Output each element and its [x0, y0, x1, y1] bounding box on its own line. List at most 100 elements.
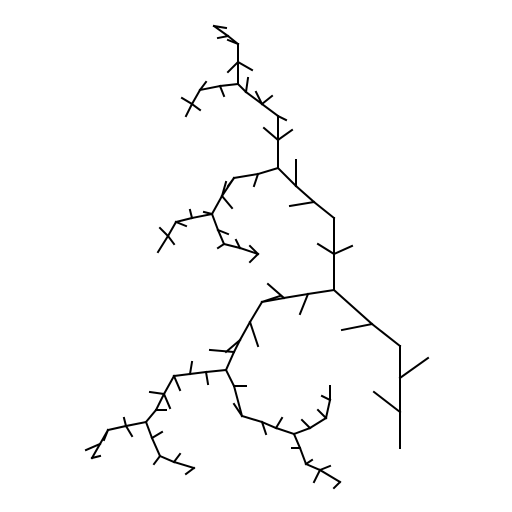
- branch-segment: [292, 432, 302, 450]
- twig-segment: [332, 244, 354, 256]
- twig-segment: [224, 338, 242, 354]
- branch-segment: [188, 370, 208, 376]
- branch-segment: [260, 102, 280, 118]
- twig-segment: [252, 172, 260, 188]
- twig-segment: [152, 454, 162, 466]
- branch-segment: [172, 460, 196, 470]
- twig-segment: [158, 226, 170, 238]
- branch-segment: [204, 368, 228, 374]
- twig-segment: [102, 428, 110, 442]
- twig-segment: [300, 418, 312, 430]
- twig-segment: [172, 452, 182, 464]
- twig-segment: [174, 220, 188, 228]
- twig-segment: [320, 394, 332, 402]
- twig-segment: [372, 390, 402, 414]
- branch-segment: [174, 216, 194, 224]
- branch-segment: [238, 246, 260, 256]
- branch-segment: [224, 368, 236, 388]
- twig-segment: [312, 468, 322, 484]
- twig-segment: [204, 370, 210, 386]
- branch-segment: [260, 420, 278, 430]
- twig-segment: [148, 390, 166, 396]
- twig-segment: [150, 430, 164, 440]
- twig-segment: [226, 176, 236, 188]
- branch-segment: [256, 166, 280, 176]
- twig-segment: [316, 242, 336, 256]
- twig-segment: [304, 458, 314, 466]
- twig-segment: [180, 96, 194, 106]
- branch-segment: [312, 200, 336, 220]
- twig-segment: [84, 442, 102, 452]
- twig-segment: [202, 210, 214, 216]
- branch-segment: [292, 426, 312, 436]
- twig-segment: [220, 180, 228, 198]
- branch-segment: [190, 212, 214, 220]
- twig-segment: [276, 128, 294, 142]
- branch-segment: [318, 468, 342, 484]
- branch-segment: [240, 414, 264, 424]
- twig-segment: [340, 322, 374, 332]
- twig-segment: [226, 60, 240, 74]
- branch-segment: [156, 234, 170, 254]
- branch-segment: [198, 84, 222, 92]
- twig-segment: [218, 84, 226, 98]
- branch-segment: [224, 350, 236, 372]
- twig-segment: [212, 24, 228, 30]
- twig-segment: [266, 282, 286, 300]
- twig-segment: [172, 374, 182, 392]
- branch-segment: [150, 436, 162, 458]
- twig-segment: [316, 408, 328, 420]
- branch-segment: [308, 416, 328, 430]
- branch-segment: [216, 228, 226, 246]
- branch-segment: [294, 184, 316, 204]
- twig-segment: [220, 194, 234, 210]
- branch-segment: [282, 292, 310, 300]
- twig-segment: [188, 208, 194, 220]
- twig-segment: [184, 466, 196, 476]
- twig-segment: [226, 38, 240, 46]
- branch-segment: [90, 442, 102, 460]
- branch-segment: [276, 166, 298, 188]
- branch-segment: [304, 462, 322, 472]
- branch-segment: [298, 446, 308, 466]
- twig-segment: [216, 34, 230, 40]
- branch-segment: [154, 392, 166, 412]
- twig-segment: [332, 480, 342, 490]
- branch-segment: [232, 384, 244, 418]
- twig-segment: [166, 234, 176, 246]
- twig-segment: [198, 80, 208, 92]
- branch-segment: [274, 426, 296, 436]
- twig-segment: [248, 320, 260, 348]
- twig-segment: [260, 420, 268, 436]
- twig-segment: [260, 294, 282, 304]
- branch-segment: [124, 420, 148, 428]
- branch-segment: [238, 320, 252, 342]
- twig-segment: [188, 360, 194, 376]
- branch-segment: [332, 288, 374, 326]
- twig-segment: [288, 200, 316, 208]
- branch-segment: [248, 300, 264, 324]
- branch-segment: [144, 408, 158, 424]
- twig-segment: [216, 242, 226, 250]
- twig-segment: [398, 356, 430, 380]
- twig-segment: [232, 402, 244, 418]
- twig-segment: [318, 464, 332, 472]
- twig-segment: [274, 416, 284, 430]
- branch-segment: [212, 24, 230, 38]
- twig-segment: [248, 244, 260, 256]
- branch-segment: [324, 398, 332, 420]
- twig-segment: [124, 424, 134, 438]
- branch-segment: [190, 88, 202, 106]
- branch-segment: [218, 82, 240, 88]
- twig-segment: [90, 454, 102, 460]
- twig-segment: [262, 126, 280, 142]
- twig-segment: [236, 60, 254, 72]
- branch-segment: [370, 322, 402, 348]
- twig-segment: [248, 252, 260, 264]
- branch-segment: [158, 454, 176, 464]
- twig-segment: [298, 292, 310, 316]
- twig-segment: [208, 348, 236, 354]
- twig-segment: [190, 102, 202, 112]
- branch-segment: [106, 424, 128, 432]
